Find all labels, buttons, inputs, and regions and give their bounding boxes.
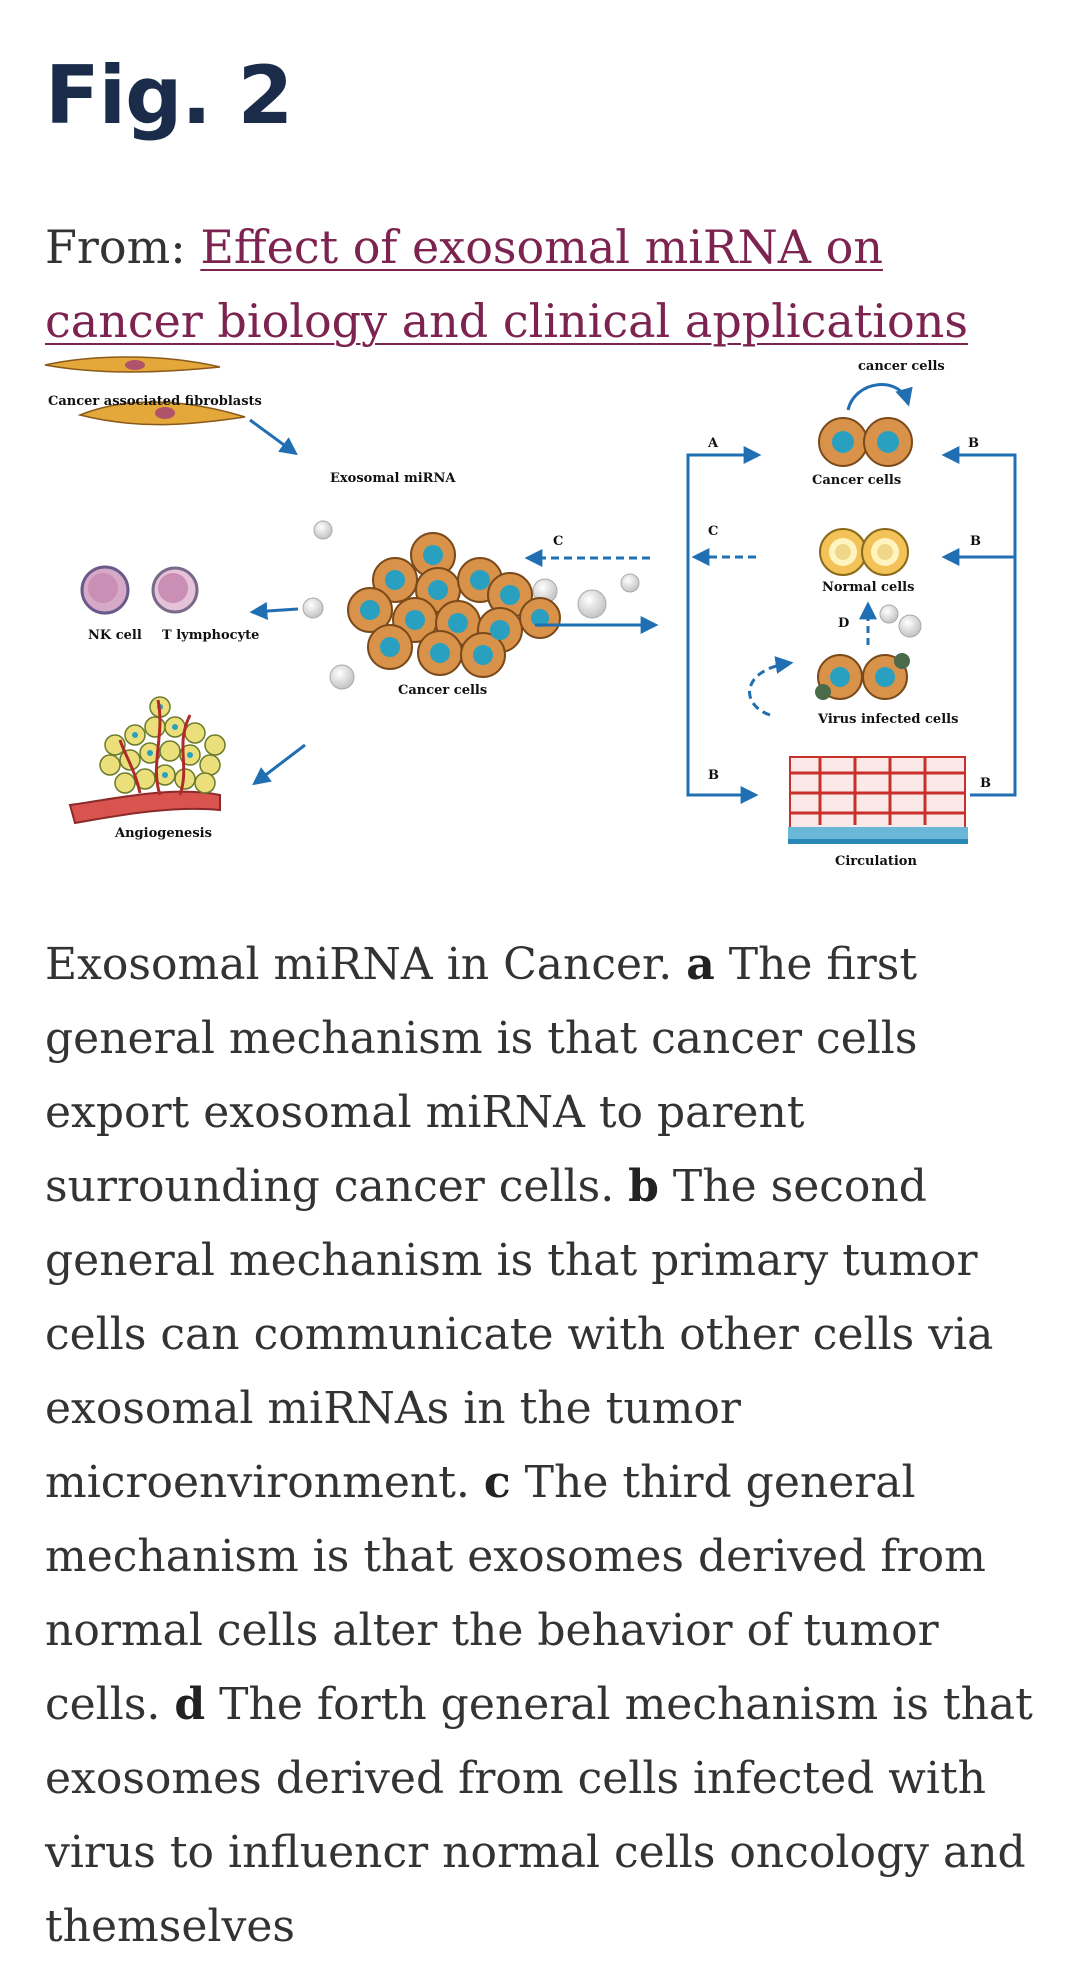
label-virus-infected-cells: Virus infected cells [817, 712, 958, 727]
letter-c-2: C [708, 524, 718, 539]
circulation-icon [788, 756, 968, 844]
label-nk-cell: NK cell [88, 628, 142, 643]
normal-cells-icon [819, 528, 909, 576]
cancer-cell-cluster-icon [347, 532, 561, 678]
label-t-lymphocyte: T lymphocyte [162, 628, 259, 643]
label-normal-cells: Normal cells [822, 580, 914, 595]
cancer-cells-pair-icon [818, 417, 913, 467]
label-cancer-cells-center: Cancer cells [398, 683, 487, 698]
label-angiogenesis: Angiogenesis [114, 826, 212, 841]
figure-title: Fig. 2 [45, 49, 293, 142]
label-cancer-cells-top: cancer cells [858, 359, 945, 374]
caption-label-c: c [483, 1457, 511, 1508]
caption-text-b: The second general mechanism is that pri… [45, 1161, 994, 1508]
label-caf: Cancer associated fibroblasts [48, 394, 262, 409]
letter-b-2: B [970, 534, 981, 549]
letter-b-1: B [968, 436, 979, 451]
source-line: From: Effect of exosomal miRNA on cancer… [45, 210, 1045, 358]
caption-text-a: The first general mechanism is that canc… [45, 939, 918, 1212]
figure-diagram[interactable]: Cancer associated fibroblasts Exosomal m… [40, 355, 1050, 895]
label-exosomal-mirna: Exosomal miRNA [330, 471, 456, 486]
letter-d: D [838, 616, 849, 631]
caption-text-c: The third general mechanism is that exos… [45, 1457, 986, 1730]
letter-b-4: B [980, 776, 991, 791]
letter-b-3: B [708, 768, 719, 783]
caption-text-d: The forth general mechanism is that exos… [45, 1679, 1033, 1952]
t-lymphocyte-icon [151, 566, 199, 614]
label-circulation: Circulation [835, 854, 917, 869]
caption-intro: Exosomal miRNA in Cancer. [45, 939, 687, 990]
exosome-vesicles [302, 520, 922, 690]
fibroblast-icon [44, 356, 246, 426]
letter-a: A [707, 436, 719, 451]
figure-caption: Exosomal miRNA in Cancer. a The first ge… [45, 928, 1050, 1964]
letter-c-1: C [553, 534, 563, 549]
caption-label-a: a [686, 939, 715, 990]
nk-cell-icon [80, 565, 130, 615]
angiogenesis-icon [68, 696, 226, 825]
from-prefix: From: [45, 220, 201, 274]
article-link[interactable]: Effect of exosomal miRNA on cancer biolo… [45, 220, 968, 348]
label-cancer-cells-right: Cancer cells [812, 473, 901, 488]
caption-label-b: b [628, 1161, 659, 1212]
diagram-svg: Cancer associated fibroblasts Exosomal m… [44, 356, 1017, 869]
virus-infected-cells-icon [815, 653, 910, 700]
caption-label-d: d [174, 1679, 206, 1730]
